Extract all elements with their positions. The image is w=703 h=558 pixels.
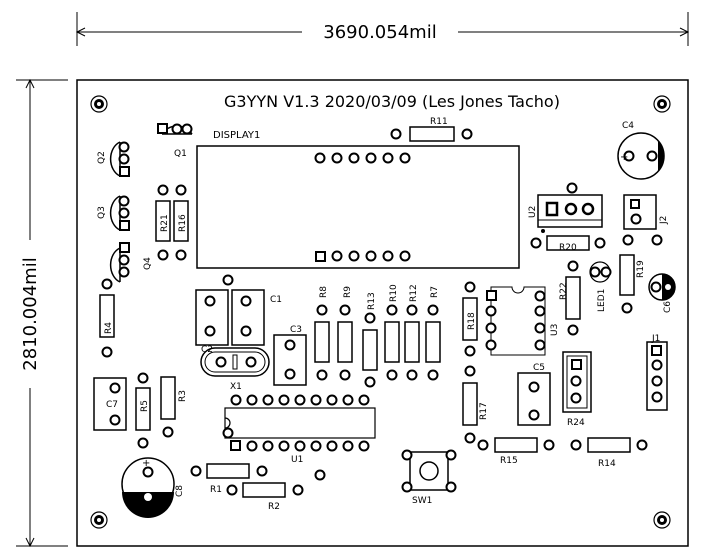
r10-resistor: [384, 304, 400, 381]
r22-label: R22: [559, 282, 569, 300]
c5-capacitor: [517, 372, 551, 426]
j2-connector: [623, 194, 657, 230]
r7-resistor: [425, 304, 441, 381]
q2-transistor: [109, 141, 130, 177]
r21-label: R21: [160, 214, 170, 232]
r9-label: R9: [343, 286, 353, 298]
c4-label: C4: [622, 121, 634, 131]
svg-text:+: +: [142, 458, 150, 469]
q3-transistor: [109, 195, 130, 231]
c1-label: C1: [270, 295, 282, 305]
r4-resistor: [99, 278, 115, 358]
r19-label: R19: [636, 260, 646, 278]
u3-label: U3: [550, 324, 560, 336]
r19-resistor: [619, 254, 635, 314]
r18-resistor: [462, 281, 478, 357]
r24-label: R24: [567, 418, 585, 428]
r11-resistor: [390, 126, 473, 142]
board-title: G3YYN V1.3 2020/03/09 (Les Jones Tacho): [224, 92, 560, 111]
r5-label: R5: [140, 400, 150, 412]
r24-trimmer: [562, 351, 592, 413]
u1-label: U1: [291, 455, 303, 465]
width-dimension-label: 3690.054mil: [323, 22, 436, 43]
sw1-pushbutton: [401, 449, 457, 493]
c3-capacitor: [273, 334, 307, 386]
q3-label: Q3: [97, 206, 107, 219]
height-dimension: [16, 78, 68, 548]
c7-capacitor: [93, 377, 127, 431]
r1-label: R1: [210, 485, 222, 495]
c6-capacitor: [648, 273, 676, 301]
r3-label: R3: [178, 390, 188, 402]
c8-capacitor: +: [121, 457, 175, 518]
mounting-hole: [90, 511, 108, 529]
display1-outline: [196, 145, 520, 269]
width-dimension: [75, 12, 690, 46]
display1-label: DISPLAY1: [213, 130, 260, 141]
height-dimension-label: 2810.004mil: [20, 257, 41, 370]
r17-label: R17: [479, 402, 489, 420]
q2-label: Q2: [97, 151, 107, 164]
r20-resistor: [530, 235, 606, 251]
mounting-hole: [653, 511, 671, 529]
q1-label: Q1: [174, 149, 187, 159]
c4-capacitor: +: [617, 132, 665, 180]
r14-label: R14: [598, 459, 616, 469]
r21-resistor: [155, 184, 171, 261]
r12-resistor: [404, 304, 420, 381]
r7-label: R7: [430, 286, 440, 298]
u2-regulator: [537, 182, 603, 233]
q4-label: Q4: [143, 257, 153, 270]
r16-label: R16: [178, 214, 188, 232]
r11-label: R11: [430, 117, 448, 127]
r14-resistor: [570, 437, 648, 453]
r10-label: R10: [389, 284, 399, 302]
c5-label: C5: [533, 363, 545, 373]
r2-resistor: [226, 482, 304, 498]
j2-label: J2: [659, 216, 669, 225]
mounting-hole: [653, 95, 671, 113]
c3-label: C3: [290, 325, 302, 335]
r15-label: R15: [500, 456, 518, 466]
q4-transistor: [109, 242, 130, 283]
r2-label: R2: [268, 502, 280, 512]
r8-label: R8: [319, 286, 329, 298]
r1-resistor: [190, 463, 268, 479]
c8-label: C8: [175, 485, 185, 497]
r17-resistor: [462, 365, 478, 444]
r9-resistor: [337, 304, 353, 381]
r12-label: R12: [409, 284, 419, 302]
c2-capacitor: [195, 289, 229, 346]
board-outline: [76, 79, 689, 547]
c1-capacitor: [231, 289, 265, 346]
x1-label: X1: [230, 382, 242, 392]
q1-transistor: [157, 123, 193, 135]
r16-resistor: [173, 184, 189, 261]
mounting-hole: [90, 95, 108, 113]
r4-label: R4: [104, 322, 114, 334]
r18-label: R18: [467, 312, 477, 330]
j1-header: [646, 341, 668, 411]
r15-resistor: [477, 437, 555, 453]
r13-label: R13: [367, 292, 377, 310]
r8-resistor: [314, 304, 330, 381]
u3-ic: [485, 286, 546, 356]
led1-label: LED1: [597, 289, 607, 312]
x1-crystal: [200, 347, 270, 377]
r13-resistor: [362, 312, 378, 388]
led1: [589, 261, 612, 283]
svg-text:+: +: [620, 152, 628, 163]
c6-label: C6: [663, 301, 673, 313]
r20-label: R20: [559, 243, 577, 253]
u2-label: U2: [528, 206, 538, 218]
c7-label: C7: [106, 400, 118, 410]
sw1-label: SW1: [412, 496, 432, 506]
r5-resistor: [135, 372, 151, 449]
j1-label: J1: [651, 334, 660, 344]
r3-resistor: [160, 376, 176, 438]
u1-ic: [224, 394, 376, 452]
r22-resistor: [565, 260, 581, 336]
